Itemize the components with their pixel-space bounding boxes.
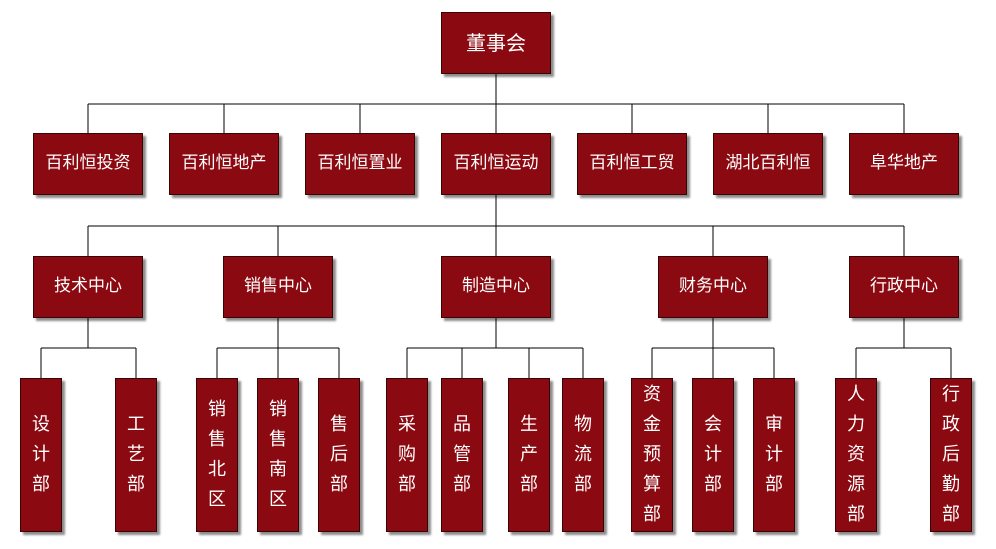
company-node-fuhua: 阜华地产 [849,133,959,195]
center-node-finance: 财务中心 [658,256,768,318]
board-node: 董事会 [441,12,551,74]
dept-node-production: 生 产 部 [508,378,550,532]
dept-node-budget: 资 金 预 算 部 [631,378,673,532]
dept-node-process: 工 艺 部 [115,378,157,532]
dept-node-logistics: 物 流 部 [562,378,604,532]
dept-node-design: 设 计 部 [20,378,62,532]
dept-node-admin-logistics: 行 政 后 勤 部 [930,378,972,532]
dept-node-quality: 品 管 部 [441,378,483,532]
center-node-manufacturing: 制造中心 [441,256,551,318]
dept-node-audit: 审 计 部 [753,378,795,532]
company-node-real-estate: 百利恒地产 [169,133,279,195]
dept-node-human-resources: 人 力 资 源 部 [835,378,877,532]
dept-node-after-sales: 售 后 部 [318,378,360,532]
company-node-investment: 百利恒投资 [33,133,143,195]
dept-node-accounting: 会 计 部 [692,378,734,532]
center-node-sales: 销售中心 [223,256,333,318]
company-node-hubei: 湖北百利恒 [713,133,823,195]
dept-node-sales-north: 销 售 北 区 [196,378,238,532]
center-node-administration: 行政中心 [849,256,959,318]
dept-node-sales-south: 销 售 南 区 [257,378,299,532]
company-node-sports: 百利恒运动 [441,133,551,195]
center-node-technology: 技术中心 [33,256,143,318]
company-node-property: 百利恒置业 [305,133,415,195]
company-node-trade: 百利恒工贸 [577,133,687,195]
dept-node-purchasing: 采 购 部 [386,378,428,532]
